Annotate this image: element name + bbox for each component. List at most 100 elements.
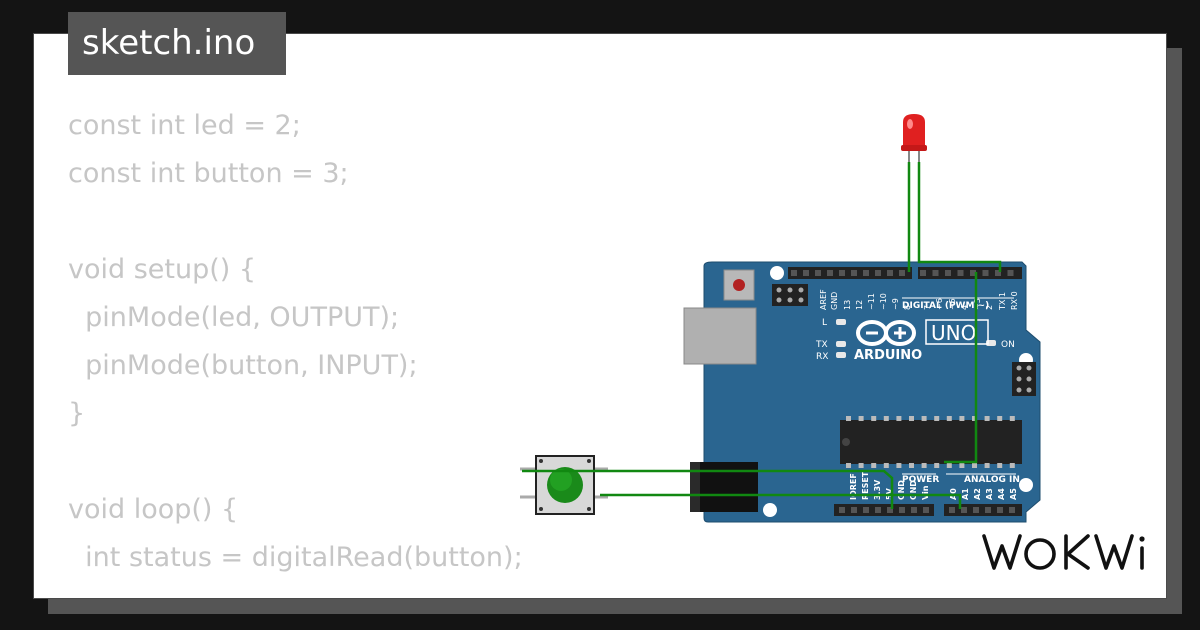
wire-pin3 xyxy=(944,272,978,464)
header-socket xyxy=(970,270,976,276)
wokwi-logo[interactable] xyxy=(978,528,1150,576)
chip-notch xyxy=(842,438,850,446)
chip-pin xyxy=(1009,463,1015,468)
header-socket xyxy=(863,270,869,276)
digital-label: DIGITAL (PWM ~) xyxy=(902,301,989,311)
pin-label: 2 xyxy=(985,305,994,310)
header-socket xyxy=(839,270,845,276)
chip-pin xyxy=(972,416,977,421)
pin-label: RESET xyxy=(861,471,870,500)
code-line: const int led = 2; xyxy=(68,110,301,141)
code-preview: const int led = 2; const int button = 3;… xyxy=(68,102,628,582)
reset-button[interactable] xyxy=(723,269,755,301)
chip-pin xyxy=(921,416,927,421)
chip-pin xyxy=(972,463,977,468)
pin-label: 3.3V xyxy=(873,479,882,500)
pin-label: RX 0 xyxy=(1010,291,1019,310)
pin-label: IOREF xyxy=(849,473,858,500)
analog-label: ANALOG IN xyxy=(964,475,1020,485)
power-label: POWER xyxy=(902,475,939,485)
code-line: void setup() { xyxy=(68,254,257,285)
chip-pin xyxy=(896,463,902,468)
chip-pin xyxy=(946,463,952,468)
header-socket xyxy=(911,507,917,513)
usb-connector xyxy=(683,307,757,365)
pin-label: ~9 xyxy=(891,298,900,310)
wire-led-cathode xyxy=(917,162,1002,272)
chip-pin xyxy=(846,463,851,468)
chip-pin xyxy=(997,463,1003,468)
pin-label: TX 1 xyxy=(998,292,1007,311)
header-socket xyxy=(957,270,964,276)
power-jack xyxy=(690,462,758,512)
pin-label: 8 xyxy=(903,305,912,310)
pin-label: 7 xyxy=(923,305,932,310)
icsp-header-right xyxy=(1012,362,1036,396)
chip-pin xyxy=(959,416,965,421)
wire-button-bottom xyxy=(600,493,962,509)
chip-pin xyxy=(984,416,990,421)
pin-label: GND xyxy=(830,292,839,310)
pin-label: ~10 xyxy=(879,293,888,310)
header-socket xyxy=(923,507,929,513)
code-line: int status = digitalRead(button); xyxy=(68,542,523,573)
header-socket xyxy=(995,270,1001,276)
header-socket xyxy=(949,507,955,513)
chip-pin xyxy=(871,463,877,468)
header-socket xyxy=(839,507,845,513)
chip-pin xyxy=(846,416,851,421)
chip-pin xyxy=(858,463,864,468)
code-line: const int button = 3; xyxy=(68,158,349,189)
mounting-hole xyxy=(1019,478,1033,492)
pin-label: 4 xyxy=(960,305,969,310)
header-socket xyxy=(1009,507,1015,513)
rx-led-label: RX xyxy=(816,352,828,362)
code-line: void loop() { xyxy=(68,494,239,525)
header-socket xyxy=(945,270,951,276)
icsp-header-top xyxy=(772,284,808,306)
push-button[interactable] xyxy=(520,455,608,515)
chip-pin xyxy=(871,416,877,421)
pin-label: 5V xyxy=(885,487,894,500)
chip-pin xyxy=(1009,416,1015,421)
on-led-label: ON xyxy=(1001,340,1015,350)
header-socket xyxy=(875,270,881,276)
red-led[interactable] xyxy=(901,114,927,162)
pin-label: Vin xyxy=(921,485,930,500)
arduino-wordmark: ARDUINO xyxy=(854,348,922,363)
code-line: } xyxy=(68,398,86,429)
pin-label: ~6 xyxy=(935,298,944,310)
header-socket xyxy=(851,270,857,276)
chip-pin xyxy=(896,416,902,421)
arduino-logo: ARDUINO UNO xyxy=(854,319,989,363)
chip-pin xyxy=(997,416,1003,421)
chip-pin xyxy=(946,416,952,421)
header-socket xyxy=(851,507,857,513)
pin-label: A2 xyxy=(973,488,982,500)
tx-led-label: TX xyxy=(815,340,828,350)
pin-label: GND xyxy=(897,480,906,500)
chip-pin xyxy=(984,463,990,468)
chip-pin xyxy=(934,463,940,468)
l-led-label: L xyxy=(822,318,827,328)
chip-pin xyxy=(909,416,914,421)
code-line: pinMode(button, INPUT); xyxy=(68,350,418,381)
chip-pin xyxy=(858,416,864,421)
header-socket xyxy=(803,270,809,276)
code-line: pinMode(led, OUTPUT); xyxy=(68,302,400,333)
pin-label: A3 xyxy=(985,488,994,500)
header-socket xyxy=(815,270,821,276)
pin-label: A4 xyxy=(997,488,1006,500)
header-socket xyxy=(887,507,893,513)
header-socket xyxy=(932,270,939,276)
pin-label: ~11 xyxy=(867,293,876,310)
atmega-chip xyxy=(840,416,1022,468)
chip-pin xyxy=(883,463,889,468)
power-analog-headers xyxy=(834,504,1022,516)
uno-label: UNO xyxy=(931,321,976,345)
filename-tab[interactable]: sketch.ino xyxy=(68,12,286,75)
